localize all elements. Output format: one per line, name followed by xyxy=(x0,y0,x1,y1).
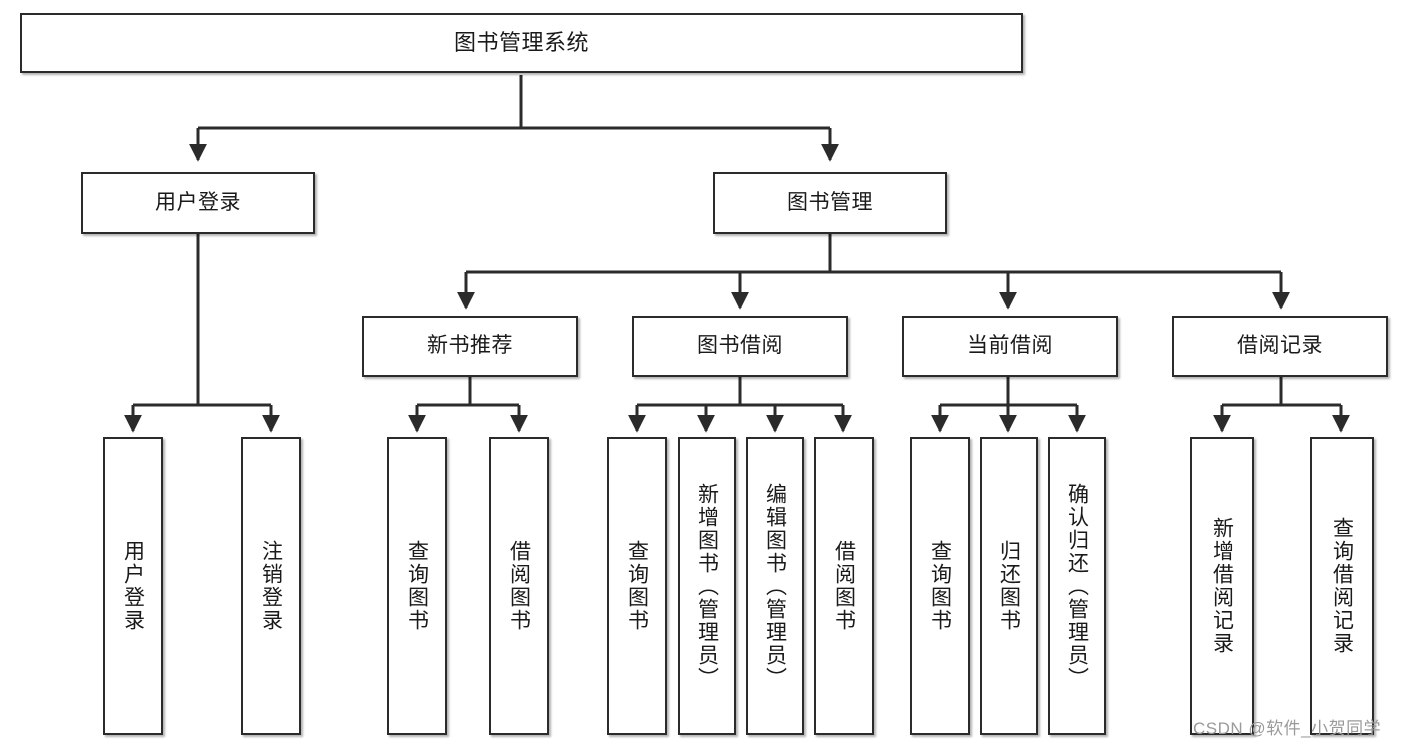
node-leaf-return-book[interactable]: 归还图书 xyxy=(980,437,1038,735)
node-leaf-query-borrow-record[interactable]: 查询借阅记录 xyxy=(1310,437,1374,735)
node-new-book-recommend-label: 新书推荐 xyxy=(427,334,513,358)
node-leaf-user-login[interactable]: 用户登录 xyxy=(103,437,163,735)
node-current-borrow[interactable]: 当前借阅 xyxy=(902,316,1118,377)
node-book-borrow-label: 图书借阅 xyxy=(697,334,783,358)
node-leaf-add-book-admin[interactable]: 新增图书（管理员） xyxy=(678,437,736,735)
node-book-manage-label: 图书管理 xyxy=(787,190,873,214)
node-leaf-borrow-book-1[interactable]: 借阅图书 xyxy=(489,437,549,735)
node-user-login[interactable]: 用户登录 xyxy=(81,172,315,234)
node-current-borrow-label: 当前借阅 xyxy=(967,334,1053,358)
node-book-manage[interactable]: 图书管理 xyxy=(713,172,947,234)
watermark: CSDN @软件_小贺同学 xyxy=(1193,719,1382,738)
node-leaf-query-book-2-label: 查询图书 xyxy=(625,540,649,632)
node-leaf-add-borrow-record[interactable]: 新增借阅记录 xyxy=(1190,437,1254,735)
node-leaf-confirm-return-admin-label: 确认归还（管理员） xyxy=(1065,482,1089,690)
node-leaf-edit-book-admin[interactable]: 编辑图书（管理员） xyxy=(746,437,804,735)
node-leaf-borrow-book-1-label: 借阅图书 xyxy=(507,540,531,632)
node-leaf-query-book-2[interactable]: 查询图书 xyxy=(607,437,667,735)
node-leaf-query-book-3[interactable]: 查询图书 xyxy=(910,437,970,735)
node-leaf-borrow-book-2[interactable]: 借阅图书 xyxy=(814,437,874,735)
node-user-login-label: 用户登录 xyxy=(155,190,241,214)
node-leaf-add-borrow-record-label: 新增借阅记录 xyxy=(1210,517,1234,655)
node-root[interactable]: 图书管理系统 xyxy=(20,13,1023,73)
node-borrow-record[interactable]: 借阅记录 xyxy=(1172,316,1388,377)
node-leaf-logout-label: 注销登录 xyxy=(259,540,283,632)
node-leaf-user-login-label: 用户登录 xyxy=(121,540,145,632)
node-book-borrow[interactable]: 图书借阅 xyxy=(632,316,848,377)
node-leaf-return-book-label: 归还图书 xyxy=(997,540,1021,632)
node-root-label: 图书管理系统 xyxy=(453,30,589,56)
node-leaf-logout[interactable]: 注销登录 xyxy=(241,437,301,735)
node-leaf-query-borrow-record-label: 查询借阅记录 xyxy=(1330,517,1354,655)
node-leaf-borrow-book-2-label: 借阅图书 xyxy=(832,540,856,632)
node-leaf-confirm-return-admin[interactable]: 确认归还（管理员） xyxy=(1048,437,1106,735)
node-leaf-add-book-admin-label: 新增图书（管理员） xyxy=(695,482,719,690)
node-leaf-query-book-1[interactable]: 查询图书 xyxy=(387,437,447,735)
node-borrow-record-label: 借阅记录 xyxy=(1237,334,1323,358)
node-leaf-query-book-1-label: 查询图书 xyxy=(405,540,429,632)
node-leaf-query-book-3-label: 查询图书 xyxy=(928,540,952,632)
node-leaf-edit-book-admin-label: 编辑图书（管理员） xyxy=(763,482,787,690)
node-new-book-recommend[interactable]: 新书推荐 xyxy=(362,316,578,377)
